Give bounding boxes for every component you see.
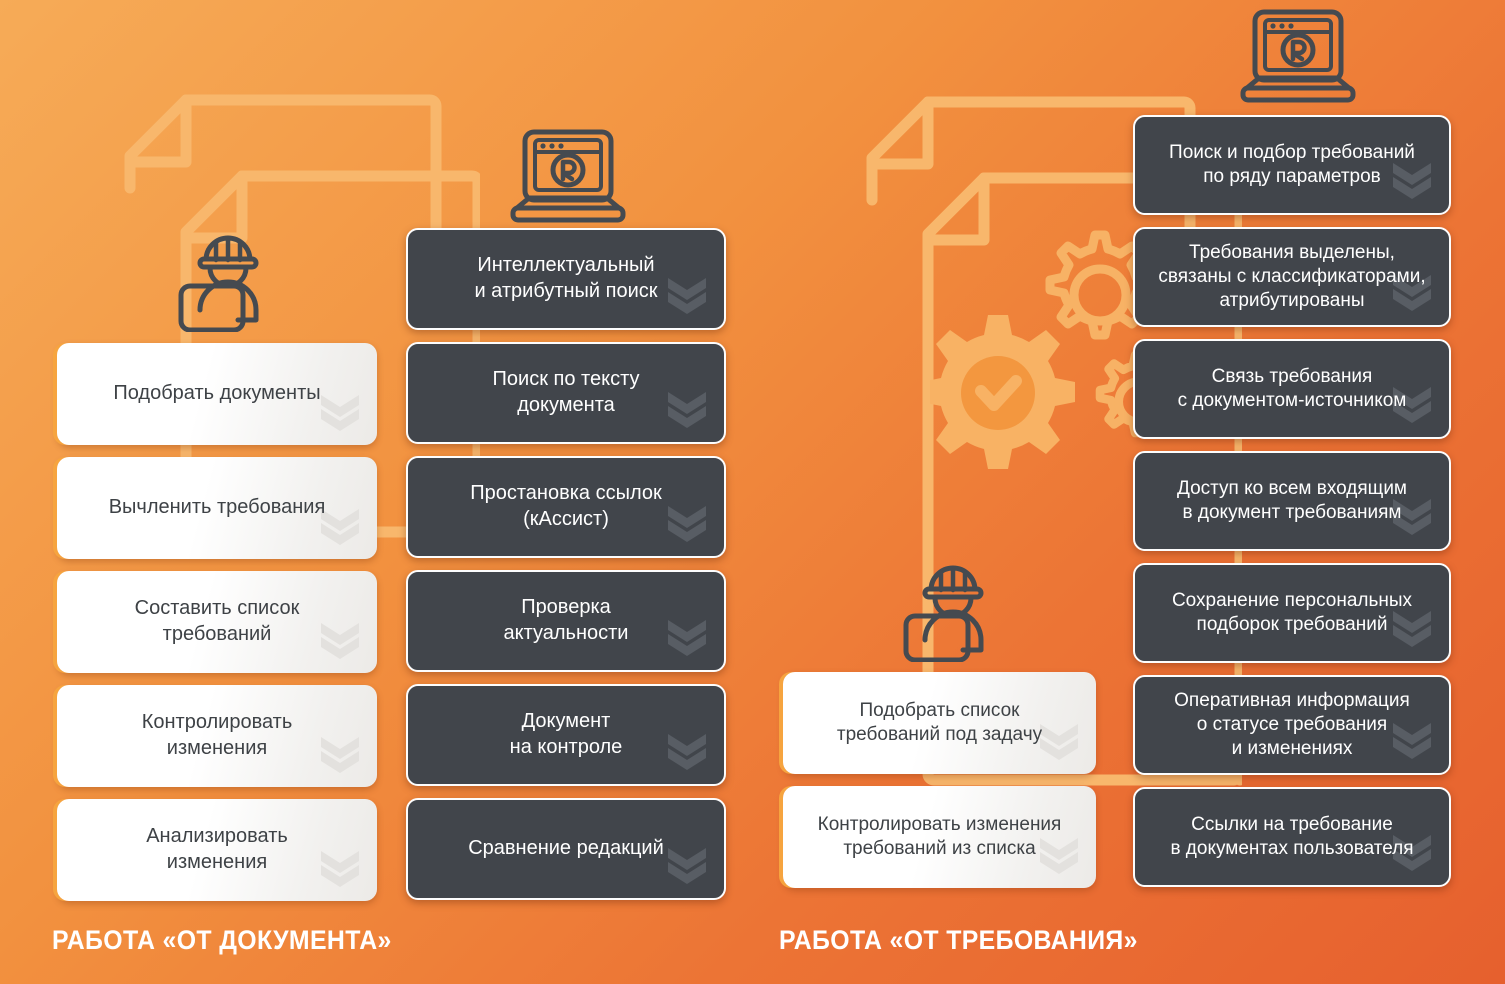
task-card[interactable]: Контролировать изменения требований из с… [783, 786, 1096, 888]
double-chevron-down-icon [668, 620, 706, 656]
card-label: Простановка ссылок (кАссист) [470, 482, 662, 530]
feature-card[interactable]: Ссылки на требование в документах пользо… [1133, 787, 1451, 887]
card-label: Подобрать документы [113, 382, 321, 405]
task-card[interactable]: Вычленить требования [57, 457, 377, 559]
feature-card[interactable]: Сравнение редакций [406, 798, 726, 900]
task-card[interactable]: Составить список требований [57, 571, 377, 673]
feature-card[interactable]: Документ на контроле [406, 684, 726, 786]
feature-card[interactable]: Простановка ссылок (кАссист) [406, 456, 726, 558]
section-title-from-document: РАБОТА «ОТ ДОКУМЕНТА» [52, 925, 392, 955]
double-chevron-down-icon [1393, 499, 1431, 535]
double-chevron-down-icon [321, 851, 359, 887]
card-label: Интеллектуальный и атрибутный поиск [474, 254, 658, 302]
section-title-from-requirement: РАБОТА «ОТ ТРЕБОВАНИЯ» [779, 925, 1138, 955]
section-from-document-tasks-column: Подобрать документы Вычленить требования… [57, 343, 377, 901]
double-chevron-down-icon [321, 737, 359, 773]
task-card[interactable]: Контролировать изменения [57, 685, 377, 787]
feature-card[interactable]: Поиск по тексту документа [406, 342, 726, 444]
feature-card[interactable]: Доступ ко всем входящим в документ требо… [1133, 451, 1451, 551]
feature-card[interactable]: Интеллектуальный и атрибутный поиск [406, 228, 726, 330]
card-label: Анализировать изменения [146, 825, 288, 873]
laptop-registered-icon [510, 129, 626, 223]
section-from-document-features-column: Интеллектуальный и атрибутный поиск Поис… [406, 228, 726, 900]
double-chevron-down-icon [1393, 387, 1431, 423]
card-label: Контролировать изменения [141, 711, 293, 759]
double-chevron-down-icon [668, 848, 706, 884]
card-label: Сравнение редакций [468, 837, 664, 860]
feature-card[interactable]: Связь требования с документом-источником [1133, 339, 1451, 439]
feature-card[interactable]: Проверка актуальности [406, 570, 726, 672]
double-chevron-down-icon [668, 506, 706, 542]
double-chevron-down-icon [1393, 163, 1431, 199]
feature-card[interactable]: Оперативная информация о статусе требова… [1133, 675, 1451, 775]
card-label: Вычленить требования [108, 496, 326, 519]
section-from-requirement-features-column: Поиск и подбор требований по ряду параме… [1133, 115, 1451, 887]
card-label: Документ на контроле [509, 710, 623, 758]
card-label: Сохранение персональных подборок требова… [1171, 589, 1413, 635]
task-card[interactable]: Анализировать изменения [57, 799, 377, 901]
double-chevron-down-icon [1040, 838, 1078, 874]
laptop-registered-icon [1240, 9, 1356, 103]
card-label: Поиск и подбор требований по ряду параме… [1169, 141, 1415, 187]
double-chevron-down-icon [321, 623, 359, 659]
double-chevron-down-icon [1393, 723, 1431, 759]
worker-monitor-icon [903, 565, 984, 662]
card-label: Ссылки на требование в документах пользо… [1170, 813, 1414, 859]
double-chevron-down-icon [1393, 611, 1431, 647]
double-chevron-down-icon [1393, 275, 1431, 311]
double-chevron-down-icon [668, 278, 706, 314]
section-from-requirement-tasks-column: Подобрать список требований под задачу К… [783, 672, 1096, 888]
feature-card[interactable]: Сохранение персональных подборок требова… [1133, 563, 1451, 663]
card-label: Составить список требований [134, 597, 300, 645]
card-label: Оперативная информация о статусе требова… [1174, 689, 1410, 760]
card-label: Связь требования с документом-источником [1177, 365, 1407, 411]
task-card[interactable]: Подобрать документы [57, 343, 377, 445]
card-label: Контролировать изменения требований из с… [817, 813, 1062, 859]
worker-monitor-icon [178, 235, 259, 332]
card-label: Доступ ко всем входящим в документ требо… [1176, 477, 1407, 523]
double-chevron-down-icon [668, 734, 706, 770]
feature-card[interactable]: Поиск и подбор требований по ряду параме… [1133, 115, 1451, 215]
feature-card[interactable]: Требования выделены, связаны с классифик… [1133, 227, 1451, 327]
card-label: Требования выделены, связаны с классифик… [1158, 241, 1426, 312]
double-chevron-down-icon [668, 392, 706, 428]
double-chevron-down-icon [1393, 835, 1431, 871]
task-card[interactable]: Подобрать список требований под задачу [783, 672, 1096, 774]
card-label: Подобрать список требований под задачу [836, 699, 1043, 745]
card-label: Поиск по тексту документа [492, 368, 640, 416]
card-label: Проверка актуальности [503, 596, 629, 644]
